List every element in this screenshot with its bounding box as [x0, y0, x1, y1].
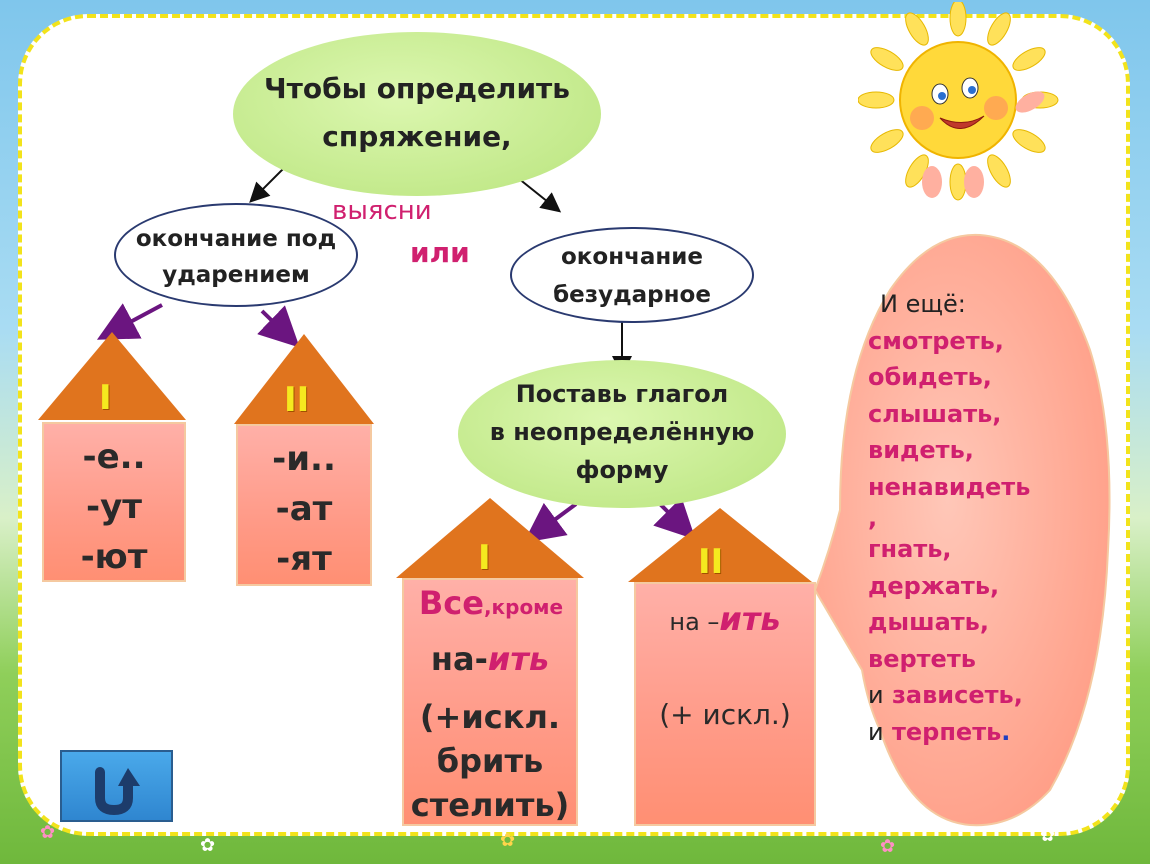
infinitive-bubble — [458, 360, 786, 508]
house3-wall — [402, 578, 578, 826]
u-turn-arrow-icon — [95, 767, 140, 816]
extra-verb: гнать, — [868, 535, 952, 563]
sun-illustration — [858, 2, 1059, 201]
flower-decoration: ✿ — [500, 830, 516, 851]
stressed-line2: ударением — [162, 262, 310, 288]
house4-roof — [628, 508, 812, 582]
house2-ending-3: -ят — [276, 539, 332, 579]
extra-verb: дышать, — [868, 608, 989, 636]
house3-it: ить — [487, 640, 550, 678]
house2-roman: II — [284, 380, 310, 420]
house1-roof — [38, 332, 186, 420]
extra-verb: вертеть — [868, 644, 976, 673]
extra-verb: держать, — [868, 571, 1000, 600]
house2-ending-2: -ат — [275, 489, 333, 529]
extra-header: И ещё: — [880, 290, 966, 318]
house1-wall — [42, 422, 186, 582]
extra-verb: зависеть, — [891, 681, 1023, 709]
house4-it: ить — [719, 600, 781, 638]
infinitive-line2: в неопределённую — [489, 418, 755, 446]
house3-roman: I — [478, 538, 491, 578]
infinitive-line1: Поставь глагол — [515, 380, 729, 408]
house3-excl-2: стелить) — [410, 786, 570, 824]
house3-na: на- — [430, 640, 488, 678]
house3-except: ,кроме — [483, 595, 564, 619]
final-dot: . — [1001, 717, 1011, 746]
house1-roman: I — [99, 378, 112, 418]
house4-na-it: на –ить — [634, 600, 816, 638]
infinitive-line3: форму — [575, 456, 669, 484]
house4-roman: II — [698, 542, 724, 582]
house2-roof — [234, 334, 374, 424]
extra-verb: ненавидеть — [868, 472, 1031, 501]
unstressed-ending-ellipse — [510, 227, 754, 323]
top-bubble-line2: спряжение, — [322, 120, 512, 153]
house3-excl-1: брить — [436, 742, 544, 780]
house3-all: Все — [418, 584, 484, 622]
extra-verb: , — [868, 504, 878, 532]
stressed-line1: окончание под — [135, 226, 337, 252]
extra-verb: видеть, — [868, 436, 974, 464]
house4-na: на – — [669, 608, 720, 636]
speech-bubble — [813, 233, 1111, 827]
and-word: и — [868, 681, 884, 709]
unstressed-line2: безударное — [553, 282, 711, 308]
house4-wall — [634, 582, 816, 826]
house2-ending-1: -и.. — [272, 439, 336, 479]
house3-excl: (+искл. — [419, 698, 561, 736]
flower-decoration: ✿ — [1040, 825, 1056, 846]
extra-verb: терпеть — [891, 717, 1002, 746]
unstressed-line1: окончание — [560, 244, 704, 270]
house2-wall — [236, 424, 372, 586]
extra-verb: смотреть, — [868, 326, 1004, 355]
extra-line-and1: и зависеть, — [868, 677, 1030, 714]
house3-roof — [396, 498, 584, 578]
stressed-ending-ellipse — [114, 203, 358, 307]
flower-decoration: ✿ — [200, 835, 216, 856]
top-bubble — [233, 32, 601, 196]
back-button[interactable] — [60, 750, 173, 822]
and-word: и — [868, 717, 884, 746]
extra-verb: обидеть, — [868, 363, 992, 391]
house1-ending-1: -е.. — [82, 437, 146, 477]
top-bubble-line1: Чтобы определить — [264, 72, 570, 105]
house4-excl: (+ искл.) — [659, 698, 791, 731]
house1-ending-2: -ут — [86, 487, 142, 527]
extra-list: И ещё: смотреть, обидеть, слышать, видет… — [868, 286, 1030, 750]
clarify-label: выясни — [332, 196, 432, 226]
flower-decoration: ✿ — [880, 836, 896, 857]
or-label: или — [410, 236, 470, 269]
house1-ending-3: -ют — [80, 537, 148, 577]
flower-decoration: ✿ — [40, 822, 56, 843]
extra-line-and2: и терпеть. — [868, 714, 1030, 751]
house3-na-it: на-ить — [402, 640, 578, 678]
extra-verb: слышать, — [868, 399, 1002, 428]
house3-all-except: Все,кроме — [400, 584, 582, 622]
